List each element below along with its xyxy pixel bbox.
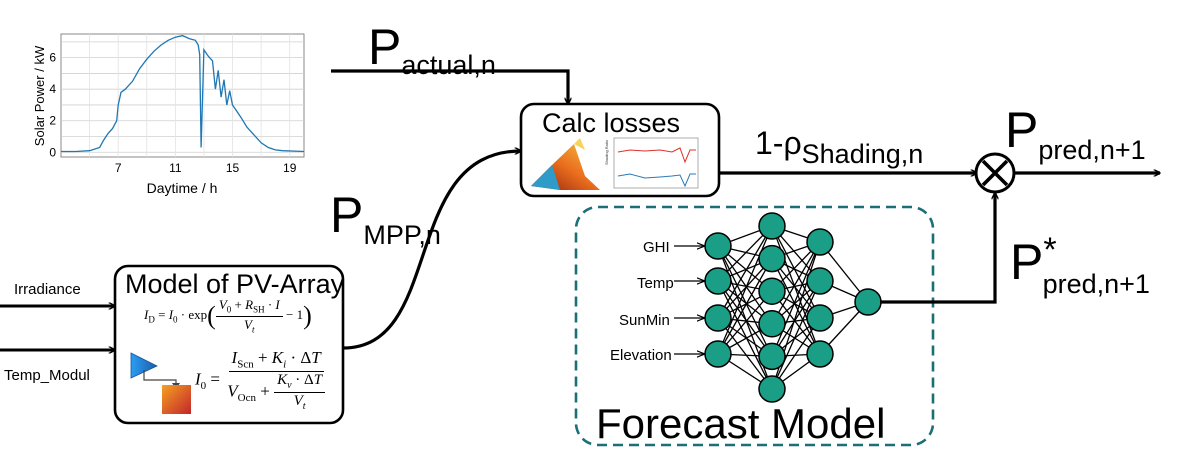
p-actual-label: Pactual,n [368, 19, 496, 79]
chart-x-tick-label: 11 [169, 161, 182, 175]
chart-y-tick-label: 0 [49, 145, 56, 159]
nn-input-node [704, 340, 732, 368]
nn-connection [717, 290, 773, 355]
chart-y-tick-label: 2 [49, 114, 56, 128]
chart-plot-area [60, 33, 305, 158]
nn-connection [717, 245, 773, 357]
shading-ratio-mini-chart-icon: Shading Ratio [604, 137, 699, 189]
solar-power-chart: 7 11 15 19 0 2 4 6 Daytime / h Solar Power / kW [32, 33, 305, 196]
p-pred-star-label: P*pred,n+1 [1010, 233, 1164, 298]
p-pred-symbol: P [1005, 102, 1039, 158]
nn-hidden-node [758, 310, 786, 338]
p-mpp-symbol: P [330, 187, 364, 243]
nn-connection [717, 225, 773, 319]
chart-ticks: 7 11 15 19 0 2 4 6 [49, 51, 296, 175]
nn-connection [717, 317, 773, 390]
nn-connection [771, 258, 821, 355]
forecast-input-sunmin: SunMin [619, 312, 670, 329]
chart-y-tick-label: 6 [49, 51, 56, 65]
p-mpp-label: PMPP,n [330, 187, 441, 249]
pv-array-model-title: Model of PV-Array [125, 269, 345, 299]
nn-connection [771, 225, 821, 319]
p-actual-symbol: P [368, 19, 402, 75]
chart-x-axis-label: Daytime / h [147, 180, 218, 196]
chart-x-tick-label: 7 [115, 161, 122, 175]
forecast-input-elevation: Elevation [610, 347, 672, 364]
simulink-block-icon [130, 352, 191, 414]
p-actual-arrow [331, 69, 568, 104]
p-mpp-subscript: MPP,n [363, 220, 441, 250]
nn-input-node [704, 304, 732, 332]
irradiance-label: Irradiance [14, 281, 81, 298]
nn-output-node [854, 288, 882, 316]
nn-connection [717, 245, 773, 325]
pv-array-model-box [113, 264, 345, 425]
nn-hidden-node [806, 304, 834, 332]
nn-connection [771, 241, 821, 357]
nn-input-node [704, 267, 732, 295]
nn-connection [717, 258, 773, 355]
calc-losses-title: Calc losses [542, 108, 681, 138]
nn-connection [771, 317, 821, 390]
shading-factor-label: 1-ρShading,n [755, 125, 923, 168]
nn-connection [717, 280, 773, 390]
neural-network [674, 212, 882, 403]
chart-y-tick-label: 4 [49, 82, 56, 96]
nn-hidden-node [806, 228, 834, 256]
nn-hidden-node [758, 342, 786, 371]
shading-factor-symbol: 1-ρ [755, 125, 802, 161]
p-actual-subscript: actual,n [401, 50, 496, 80]
nn-hidden-node [758, 244, 786, 273]
nn-connection [771, 241, 821, 325]
nn-connection [717, 280, 773, 357]
forecast-model-title: Forecast Model [596, 400, 886, 447]
forecast-input-temp: Temp [637, 275, 674, 292]
multiply-operator-icon [974, 152, 1016, 194]
nn-connection [771, 280, 821, 357]
forecast-input-ghi: GHI [643, 239, 670, 256]
p-pred-label: Ppred,n+1 [1005, 102, 1146, 164]
temp-modul-label: Temp_Modul [4, 367, 90, 384]
p-pred-star-superscript: * [1043, 231, 1057, 269]
nn-hidden-node [806, 340, 834, 368]
forecast-output-arrow [880, 193, 995, 304]
nn-hidden-node [758, 212, 786, 240]
nn-hidden-node [758, 277, 786, 305]
nn-connection [717, 225, 773, 355]
chart-x-tick-label: 19 [283, 161, 297, 175]
connections [0, 69, 1160, 350]
nn-input-node [704, 232, 732, 260]
chart-y-axis-label: Solar Power / kW [32, 45, 47, 146]
solar-power-series-line [61, 34, 305, 153]
p-pred-star-symbol: P [1010, 234, 1044, 290]
nn-connection [771, 280, 821, 390]
chart-grid [61, 34, 304, 157]
nn-connection [771, 225, 821, 355]
chart-x-tick-label: 15 [226, 161, 240, 175]
shading-factor-subscript: Shading,n [801, 139, 924, 169]
p-pred-subscript: pred,n+1 [1038, 135, 1146, 165]
nn-hidden-node [806, 267, 834, 295]
nn-hidden-node [758, 375, 786, 403]
matlab-logo-icon [531, 138, 600, 190]
p-pred-star-subscript: pred,n+1 [1042, 269, 1150, 299]
p-mpp-arrow [342, 151, 521, 350]
svg-text:Shading Ratio: Shading Ratio [604, 139, 609, 165]
